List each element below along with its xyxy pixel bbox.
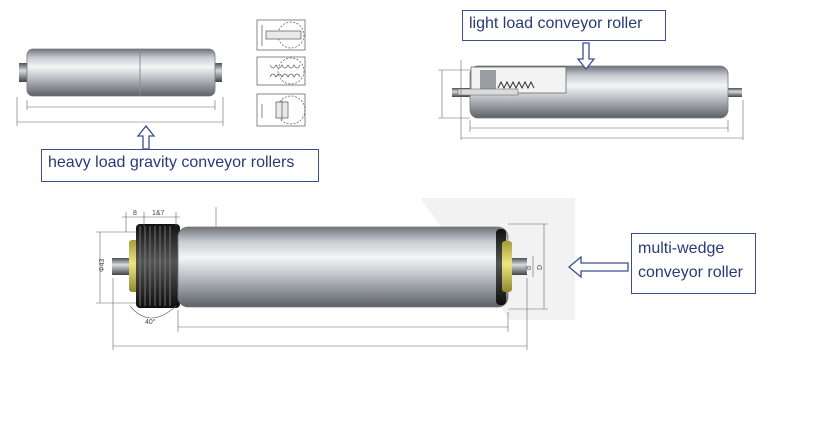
- heavy-roller-arrow: [136, 124, 156, 150]
- multi-wedge-callout-line2: conveyor roller: [638, 264, 743, 281]
- dim-label-phi43: Φ43: [99, 259, 106, 272]
- dim-label-8: 8: [133, 210, 137, 217]
- multi-roller-arrow: [567, 255, 629, 279]
- light-roller-dimension-lines: [438, 60, 744, 140]
- light-roller-right-shaft: [724, 88, 742, 97]
- multi-roller-tube: [177, 226, 509, 308]
- heavy-roller-right-shaft: [213, 63, 222, 82]
- light-load-callout: light load conveyor roller: [462, 10, 666, 41]
- dim-label-d: d: [526, 266, 533, 270]
- heavy-roller-tube: [26, 48, 216, 97]
- multi-wedge-drawing: [96, 198, 629, 350]
- multi-wedge-section: [136, 224, 180, 308]
- heavy-roller-drawing: [16, 19, 306, 150]
- multi-wedge-callout-line1: multi-wedge: [638, 240, 725, 257]
- light-roller-spring: [497, 80, 535, 90]
- light-roller-bearing-housing: [480, 70, 496, 92]
- multi-right-yellow-bearing: [502, 241, 512, 292]
- multi-left-shaft: [112, 258, 134, 275]
- multi-wedge-grooves: [139, 226, 171, 306]
- dim-label-angle: 40°: [145, 318, 156, 326]
- dim-label-1-7: 1&7: [152, 210, 165, 217]
- light-roller-inner-shaft: [457, 88, 519, 96]
- light-roller-arrow: [576, 42, 596, 71]
- heavy-load-callout-text: heavy load gravity conveyor rollers: [48, 154, 295, 171]
- multi-dimension-lines: [96, 207, 548, 350]
- heavy-roller-left-shaft: [19, 63, 29, 82]
- dim-label-D: D: [537, 265, 544, 270]
- heavy-load-callout: heavy load gravity conveyor rollers: [41, 149, 319, 182]
- light-roller-drawing: [438, 42, 744, 140]
- multi-wedge-callout: multi-wedge conveyor roller: [631, 233, 756, 294]
- shaft-end-details: [256, 19, 306, 127]
- heavy-roller-dimension-lines: [16, 97, 224, 126]
- light-load-callout-text: light load conveyor roller: [469, 15, 643, 32]
